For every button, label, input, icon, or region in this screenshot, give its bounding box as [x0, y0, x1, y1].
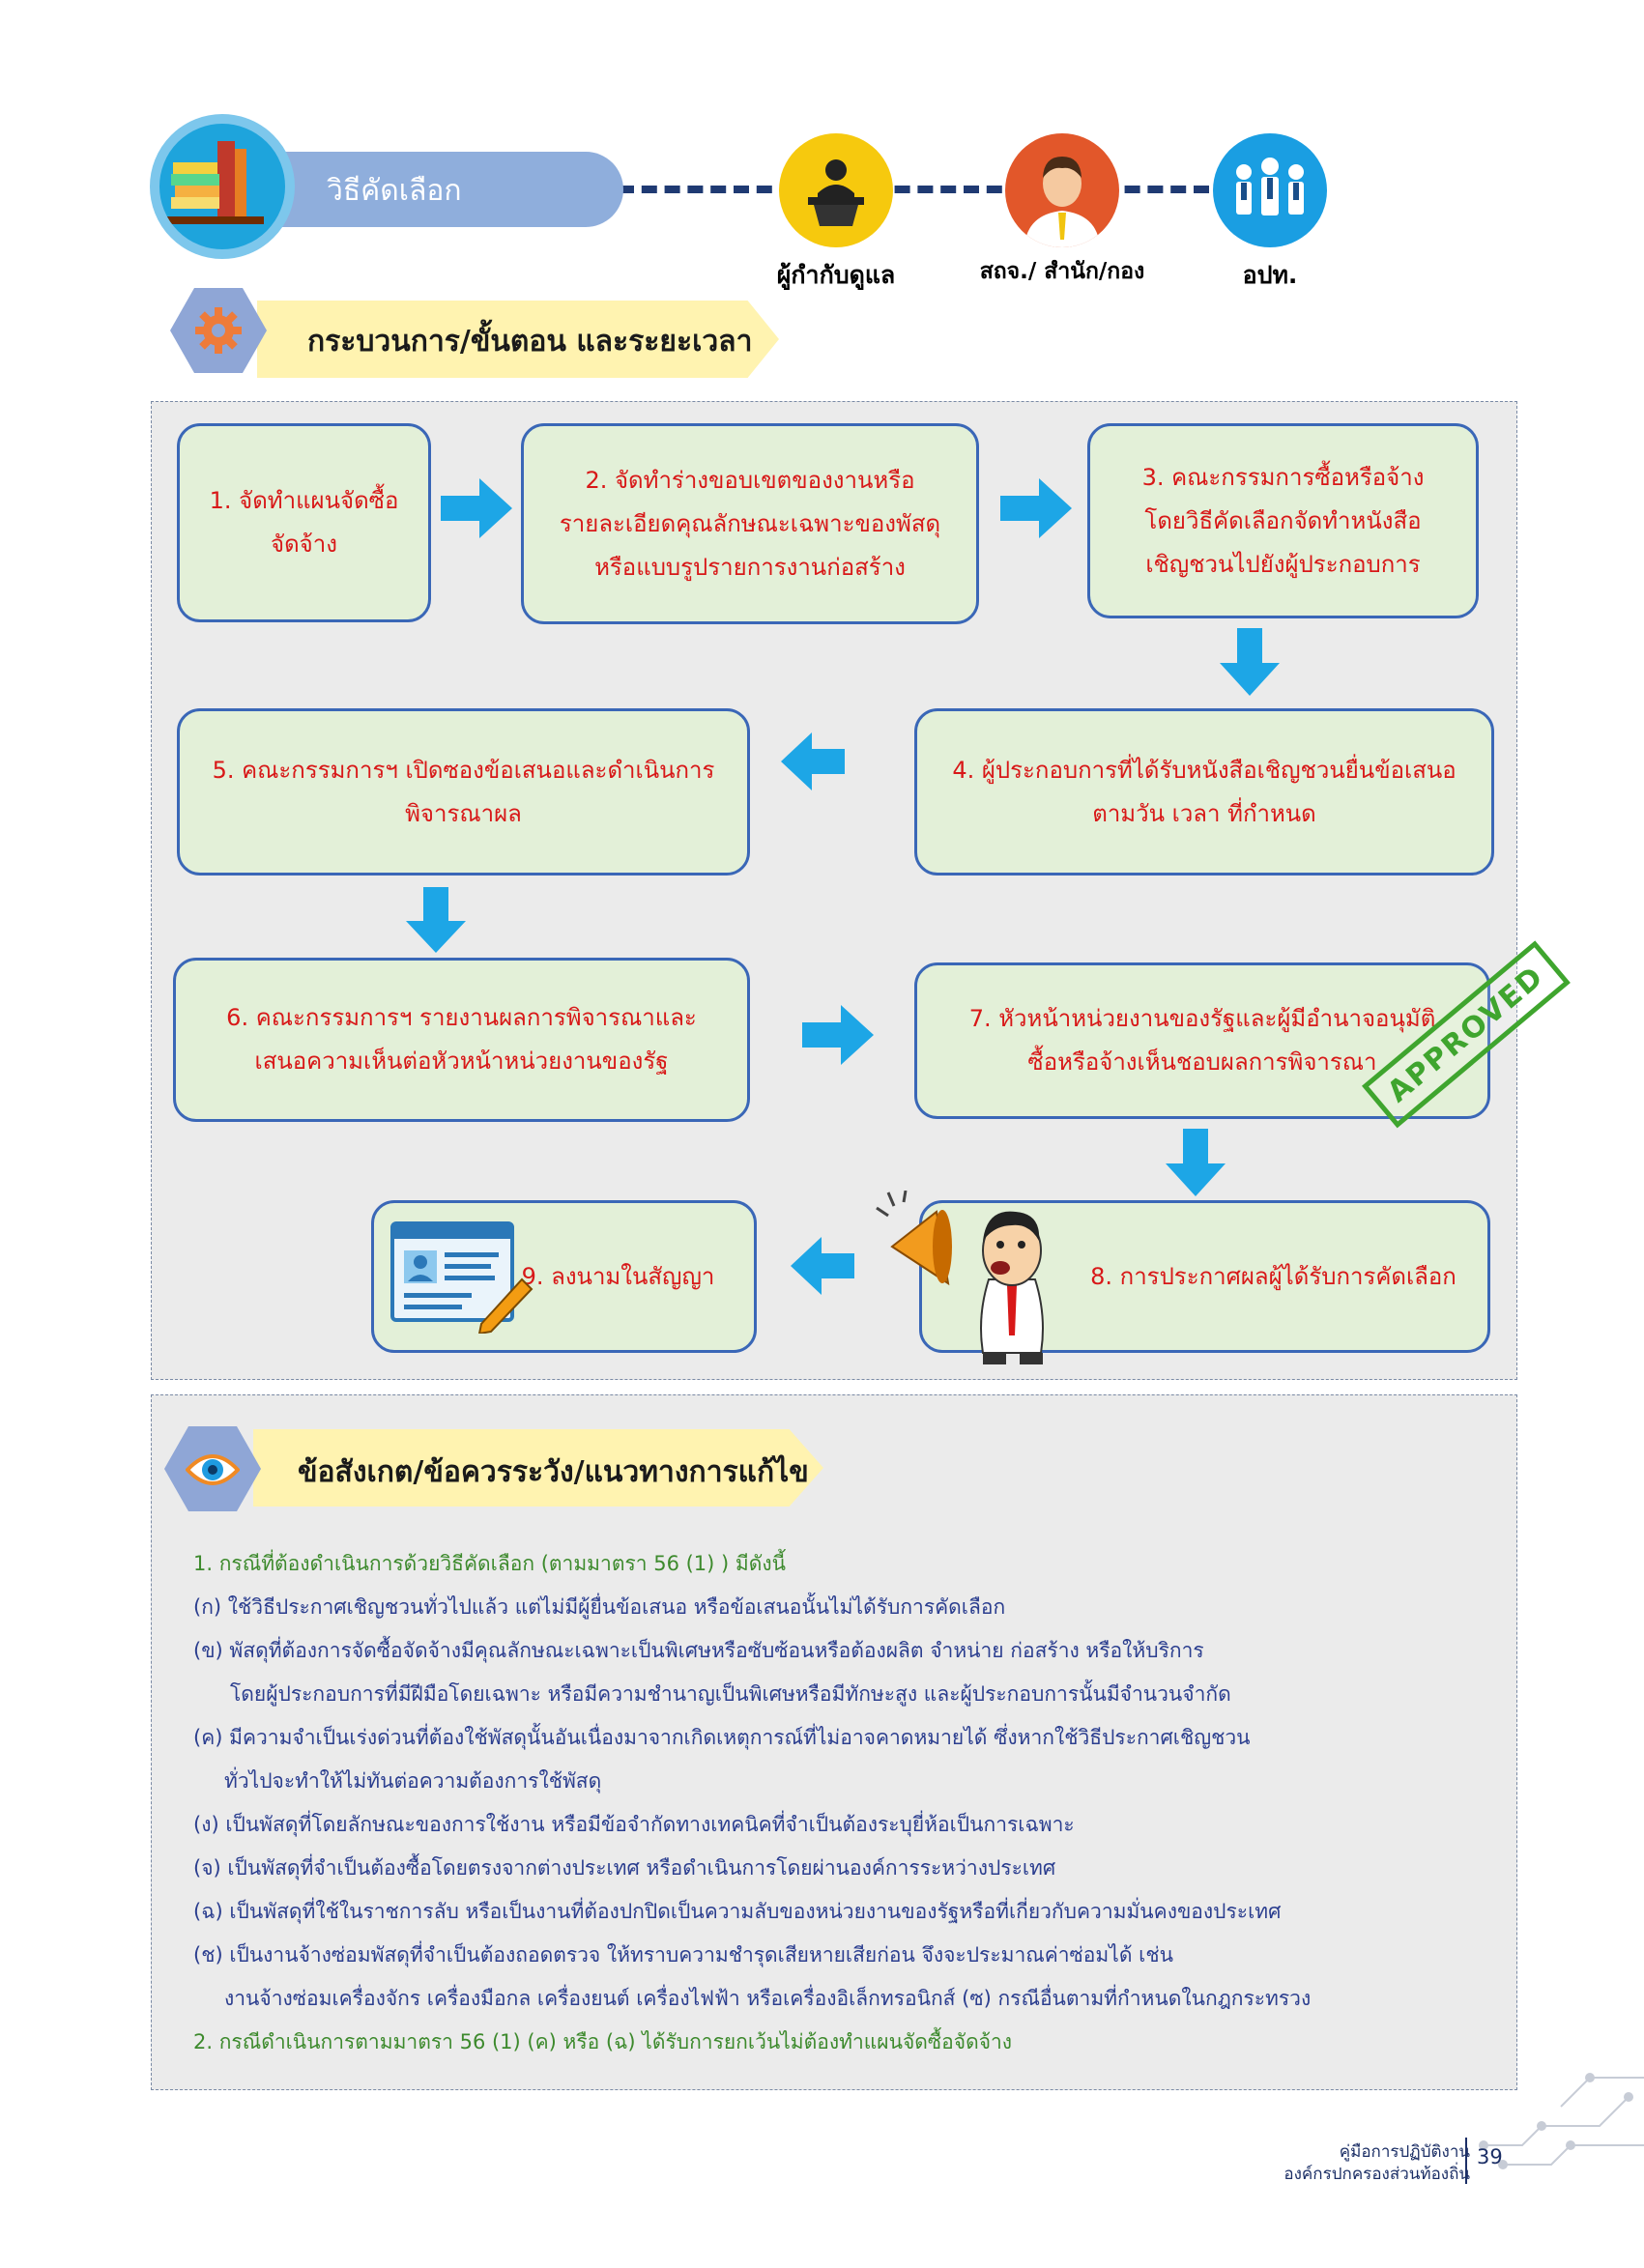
role-label-office: สถจ./ สำนัก/กอง — [979, 259, 1145, 284]
notes-panel — [151, 1394, 1517, 2090]
note-line: ทั่วไปจะทำให้ไม่ทันต่อความต้องการใช้พัสด… — [224, 1769, 602, 1793]
note-line: (ช) เป็นงานจ้างซ่อมพัสดุที่จำเป็นต้องถอด… — [193, 1943, 1173, 1967]
role-connector-line — [619, 186, 1324, 193]
officer-avatar-icon — [1005, 133, 1119, 247]
podium-speaker-icon — [779, 133, 893, 247]
arrow-right-icon — [802, 1005, 874, 1069]
note-line: (จ) เป็นพัสดุที่จำเป็นต้องซื้อโดยตรงจากต… — [193, 1856, 1056, 1880]
note-line: (ฉ) เป็นพัสดุที่ใช้ในราชการลับ หรือเป็นง… — [193, 1900, 1282, 1923]
step-6: 6. คณะกรรมการฯ รายงานผลการพิจารณาและเสนอ… — [173, 958, 750, 1122]
note-line: (ง) เป็นพัสดุที่โดยลักษณะของการใช้งาน หร… — [193, 1813, 1075, 1836]
notes-section-bar — [253, 1429, 823, 1507]
arrow-down-icon — [406, 887, 466, 957]
notes-section-title: ข้อสังเกต/ข้อควรระวัง/แนวทางการแก้ไข — [298, 1455, 809, 1489]
arrow-left-icon — [781, 732, 845, 794]
method-title: วิธีคัดเลือก — [327, 174, 462, 208]
process-section-title: กระบวนการ/ขั้นตอน และระยะเวลา — [307, 325, 753, 359]
note-line: 1. กรณีที่ต้องดำเนินการด้วยวิธีคัดเลือก … — [193, 1552, 786, 1575]
footer-manual-title: คู่มือการปฏิบัติงาน — [1339, 2142, 1470, 2162]
step-2: 2. จัดทำร่างขอบเขตของงานหรือรายละเอียดคุ… — [521, 423, 979, 624]
arrow-right-icon — [1000, 478, 1072, 542]
step-5: 5. คณะกรรมการฯ เปิดซองข้อเสนอและดำเนินกา… — [177, 708, 750, 876]
note-line: (ก) ใช้วิธีประกาศเชิญชวนทั่วไปแล้ว แต่ไม… — [193, 1595, 1006, 1619]
note-line: (ข) พัสดุที่ต้องการจัดซื้อจัดจ้างมีคุณลั… — [193, 1639, 1204, 1662]
method-title-bar — [261, 152, 623, 227]
role-label-local-org: อปท. — [1242, 261, 1298, 289]
circuit-decoration-icon — [1464, 2068, 1644, 2178]
note-line: (ค) มีความจำเป็นเร่งด่วนที่ต้องใช้พัสดุน… — [193, 1726, 1251, 1749]
arrow-down-icon — [1220, 628, 1280, 700]
arrow-down-icon — [1166, 1129, 1226, 1200]
arrow-left-icon — [791, 1237, 854, 1299]
megaphone-man-icon — [875, 1190, 1078, 1378]
books-logo-icon — [150, 114, 295, 259]
page-number: 39 — [1477, 2145, 1503, 2168]
note-line: งานจ้างซ่อมเครื่องจักร เครื่องมือกล เครื… — [224, 1987, 1312, 2010]
footer-divider — [1465, 2138, 1467, 2184]
step-4: 4. ผู้ประกอบการที่ได้รับหนังสือเชิญชวนยื… — [914, 708, 1494, 876]
step-1: 1. จัดทำแผนจัดซื้อจัดจ้าง — [177, 423, 431, 622]
step-3: 3. คณะกรรมการซื้อหรือจ้างโดยวิธีคัดเลือก… — [1087, 423, 1479, 618]
gear-icon — [192, 304, 245, 360]
step-7: 7. หัวหน้าหน่วยงานของรัฐและผู้มีอำนาจอนุ… — [914, 962, 1490, 1119]
role-label-supervisor: ผู้กำกับดูแล — [776, 261, 896, 289]
eye-icon — [185, 1447, 241, 1497]
note-line: 2. กรณีดำเนินการตามมาตรา 56 (1) (ค) หรือ… — [193, 2030, 1013, 2053]
process-section-bar — [257, 301, 779, 378]
note-line: โดยผู้ประกอบการที่มีฝีมือโดยเฉพาะ หรือมี… — [230, 1682, 1231, 1706]
contract-document-icon — [389, 1220, 534, 1337]
people-group-icon — [1213, 133, 1327, 247]
footer-org-name: องค์กรปกครองส่วนท้องถิ่น — [1283, 2165, 1470, 2184]
arrow-right-icon — [441, 478, 512, 542]
